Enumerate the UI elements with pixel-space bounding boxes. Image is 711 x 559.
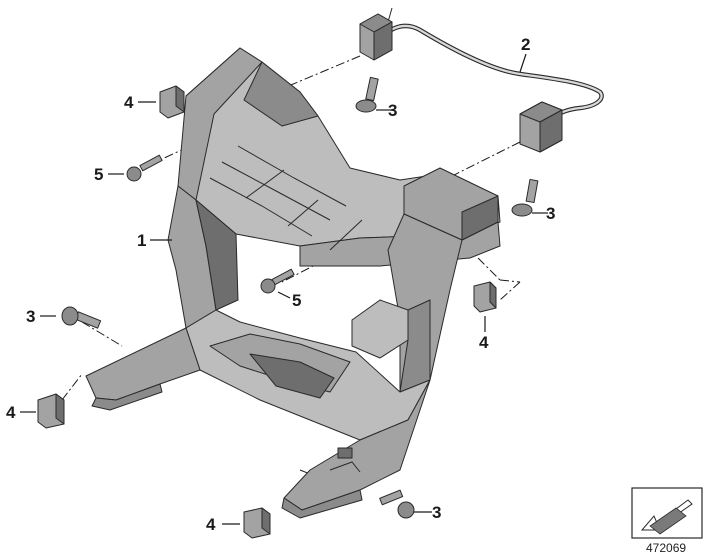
cable-harness [359,7,604,153]
callout-2: 2 [521,35,530,54]
callout-3-upper: 3 [388,101,397,120]
bolt-bottom [379,489,415,519]
callout-5-middle: 5 [292,291,301,310]
clip-nut-left [37,393,65,429]
clip-nut-right [473,281,497,313]
callout-3-left: 3 [26,307,35,326]
callout-4-left: 4 [6,403,16,422]
callout-1: 1 [137,231,146,250]
screw-upper [126,154,163,182]
screw-middle [260,268,295,294]
bolt-right [511,178,539,217]
callout-3-right: 3 [546,204,555,223]
callout-4-bottom: 4 [206,515,216,534]
bolt-left [61,306,102,329]
diagonal-arrow-icon [640,499,693,535]
callout-4-upper: 4 [124,93,134,112]
bolt-upper [355,76,379,113]
reference-number: 472069 [646,541,686,555]
leader-lines [20,53,548,525]
bracket-holder [85,47,501,519]
callout-4-right: 4 [479,333,489,352]
clip-nut-upper [159,85,185,119]
callout-3-bottom: 3 [432,503,441,522]
reference-box: 472069 [631,487,703,555]
clip-nut-bottom [243,507,271,539]
callout-5-upper: 5 [94,165,103,184]
